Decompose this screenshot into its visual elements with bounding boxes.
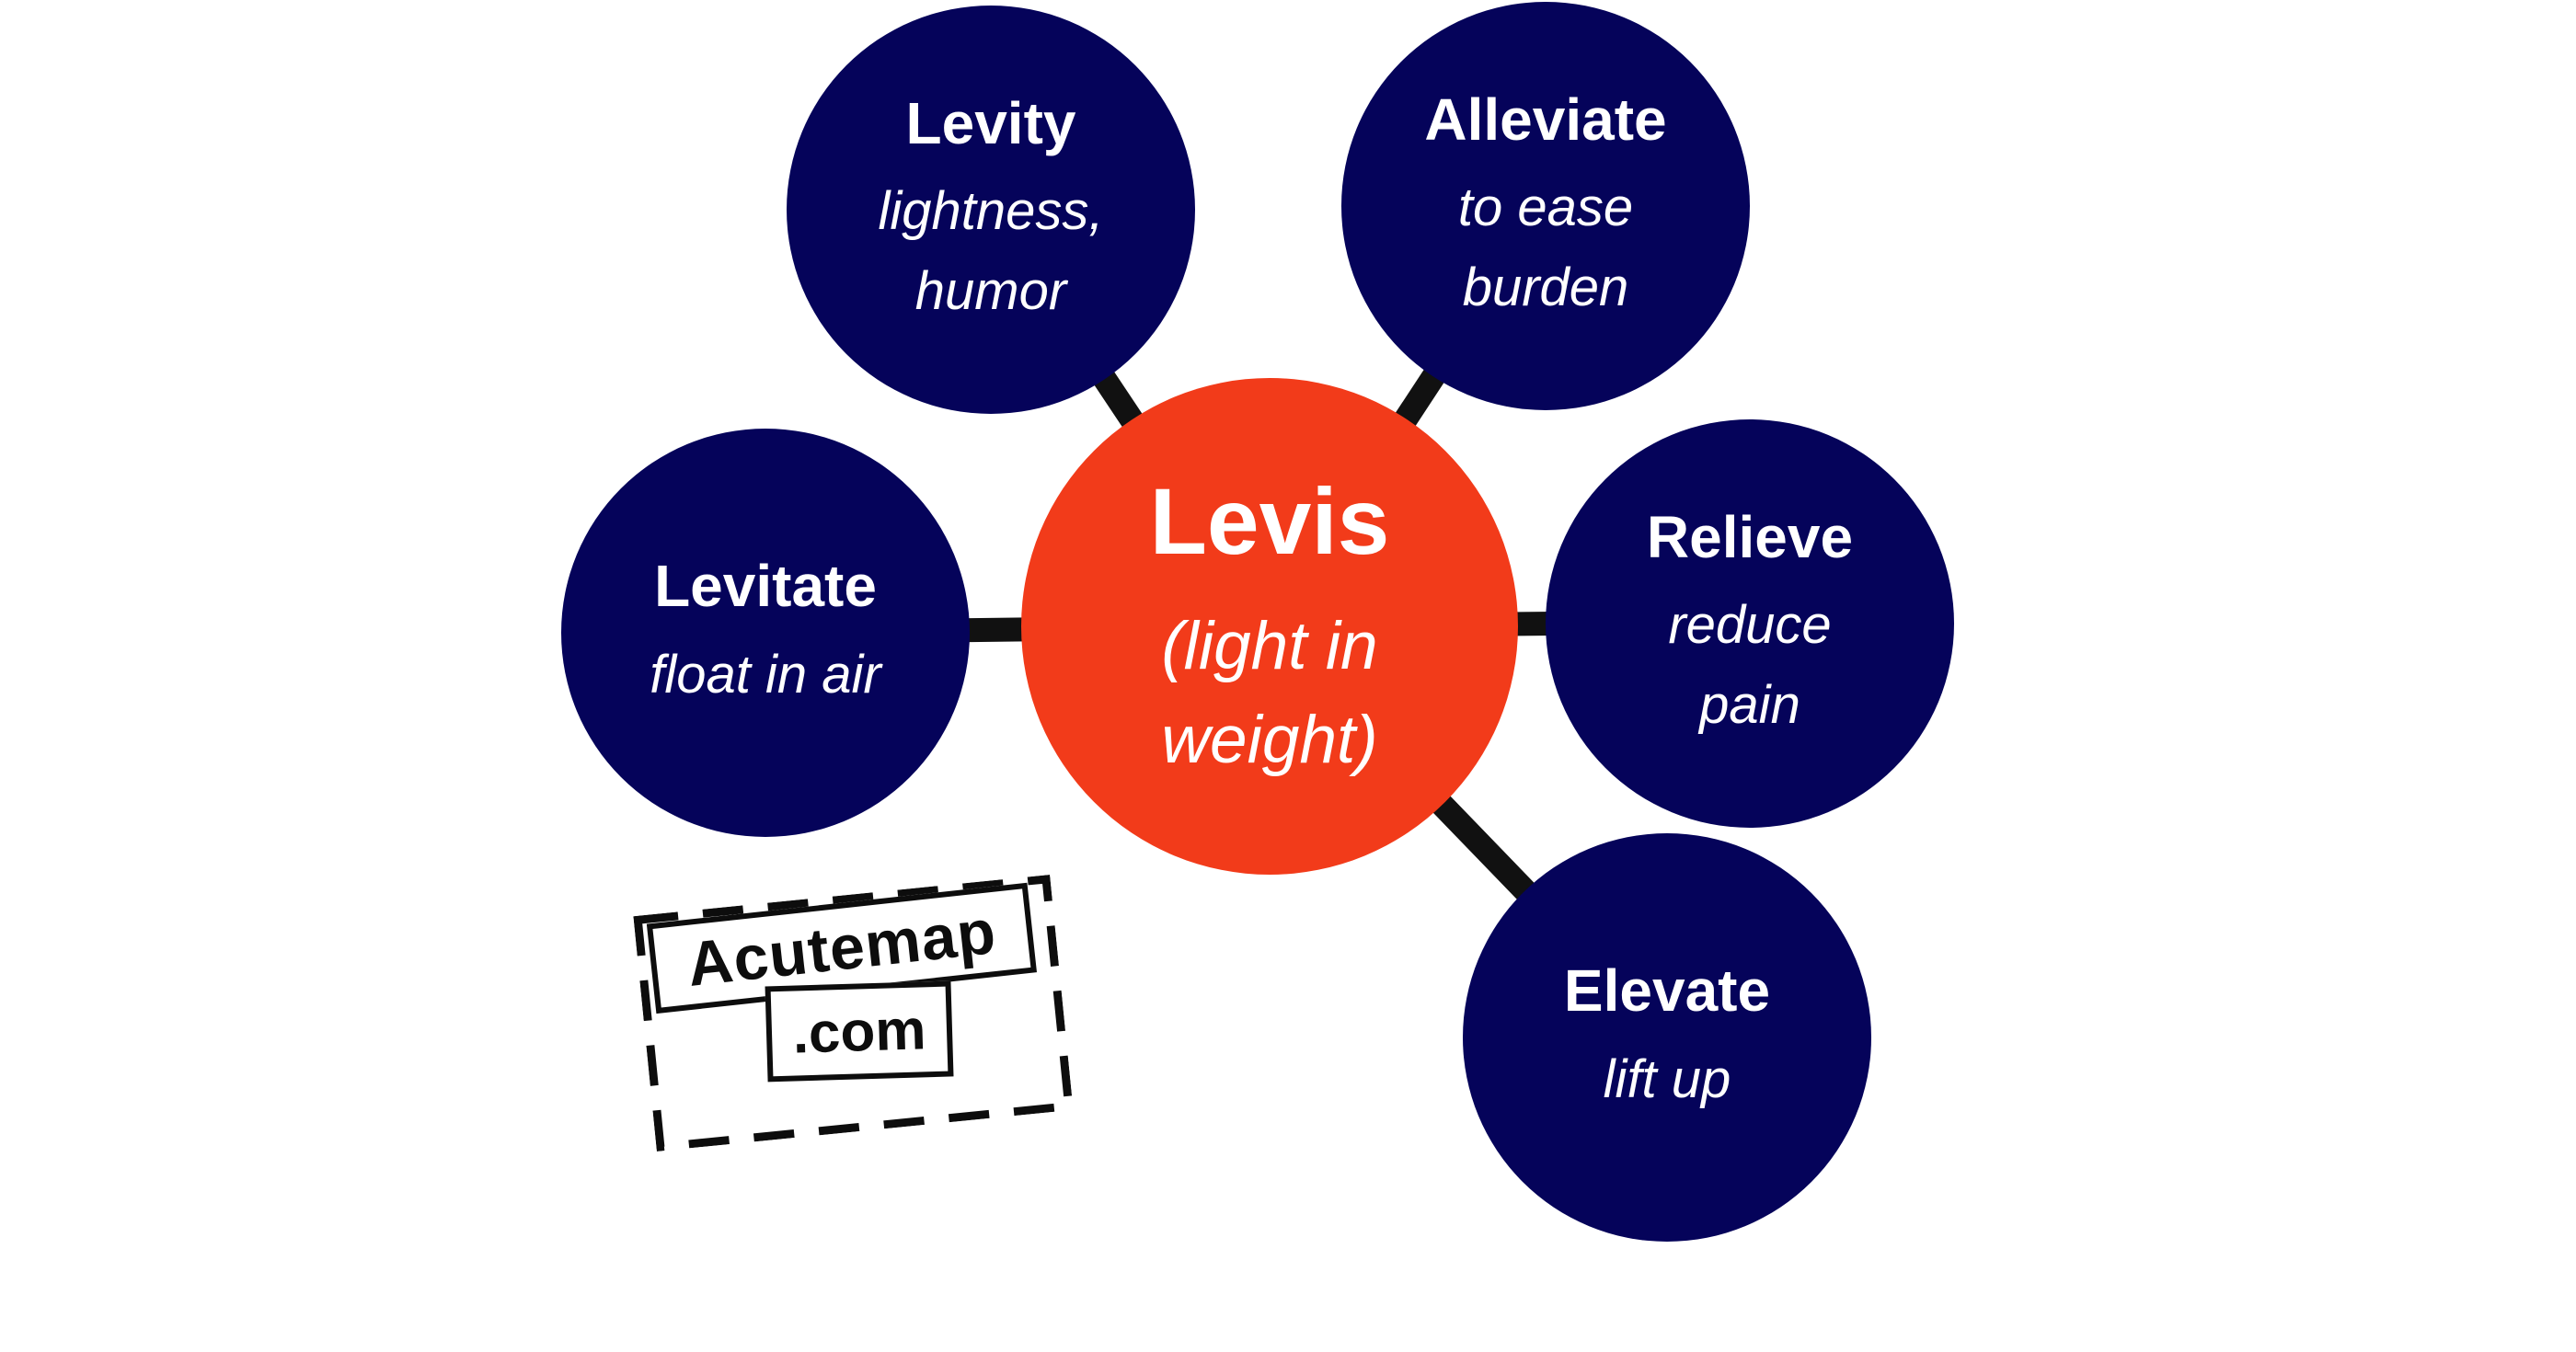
node-levitate-meaning: float in air — [650, 644, 881, 705]
node-levis-word: Levis — [1149, 468, 1390, 574]
node-relieve: Relieve reduce pain — [1546, 419, 1954, 828]
node-alleviate: Alleviate to ease burden — [1341, 2, 1750, 410]
acutemap-watermark: Acutemap .com — [633, 875, 1074, 1151]
node-levitate: Levitate float in air — [561, 429, 970, 837]
node-levity-meaning: lightness, humor — [878, 181, 1104, 322]
node-levitate-word: Levitate — [654, 553, 877, 620]
node-levis-root: Levis (light in weight) — [1021, 378, 1518, 875]
node-relieve-meaning: reduce pain — [1668, 595, 1832, 736]
node-alleviate-meaning: to ease burden — [1457, 178, 1634, 318]
node-elevate-meaning: lift up — [1603, 1048, 1731, 1109]
node-levis-meaning: (light in weight) — [1161, 609, 1378, 778]
stamp-dashed-border — [633, 875, 1074, 1151]
node-elevate: Elevate lift up — [1463, 833, 1871, 1242]
stamp-domain-box: .com — [765, 980, 954, 1083]
node-levity: Levity lightness, humor — [787, 6, 1195, 414]
node-elevate-word: Elevate — [1563, 957, 1771, 1025]
node-alleviate-word: Alleviate — [1424, 86, 1667, 153]
node-relieve-word: Relieve — [1646, 503, 1854, 570]
node-levity-word: Levity — [905, 89, 1076, 156]
stamp-domain-suffix: .com — [791, 997, 927, 1066]
